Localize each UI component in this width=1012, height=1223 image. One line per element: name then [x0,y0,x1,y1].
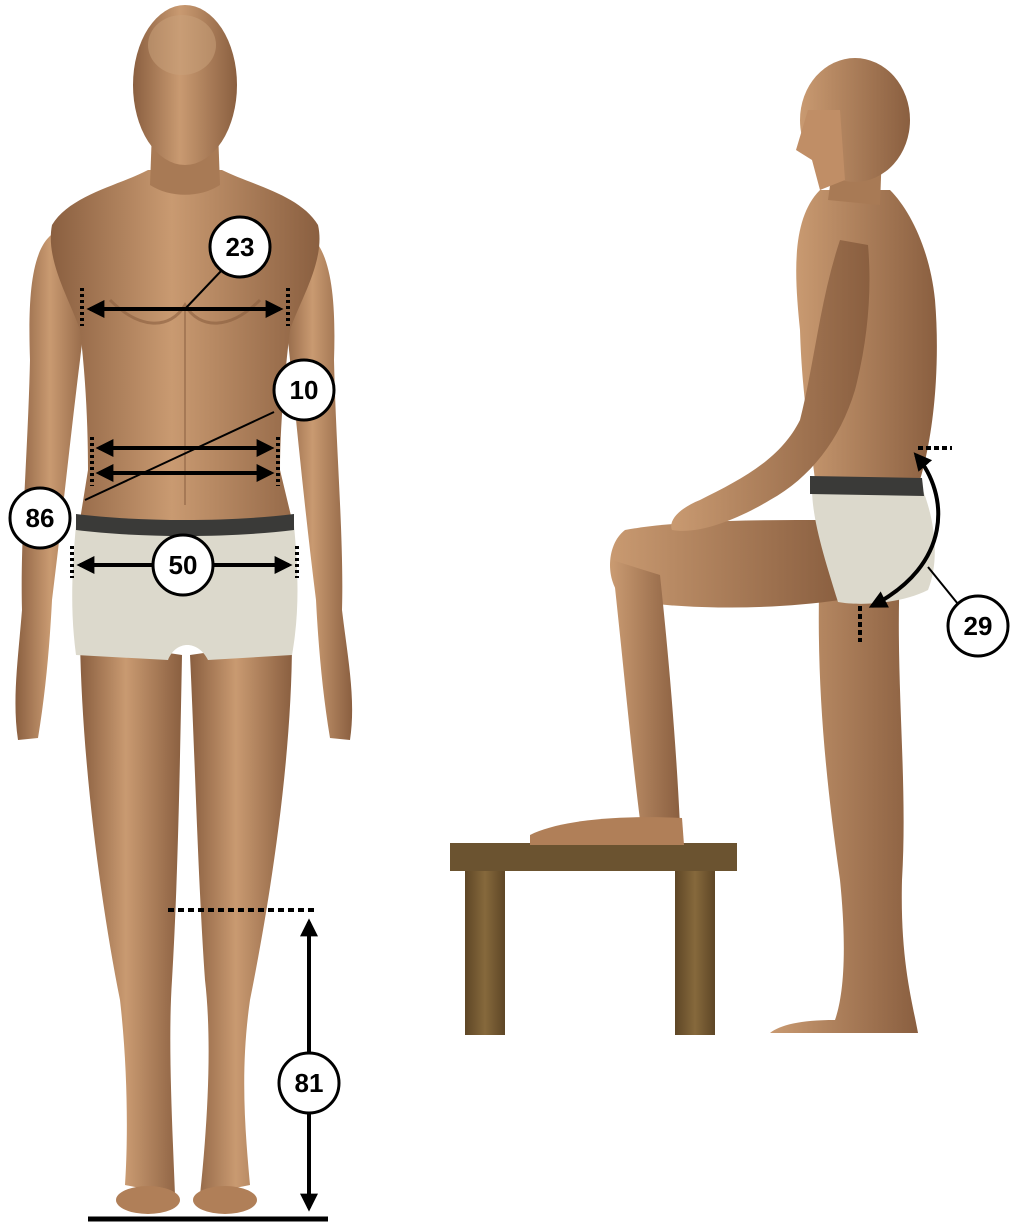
buttock-leader [928,567,958,604]
front-figure [15,5,352,1214]
front-right-foot [193,1186,257,1214]
badge-10: 10 [274,360,334,420]
badge-81: 81 [279,1053,339,1113]
front-right-leg [190,640,292,1195]
front-head-highlight [148,15,216,75]
side-raised-foot [530,817,684,845]
badge-29: 29 [948,596,1008,656]
badge-10-label: 10 [290,375,319,405]
side-waistband [810,476,924,496]
front-left-foot [116,1186,180,1214]
badge-86: 86 [10,488,70,548]
front-left-leg [80,640,182,1195]
badge-50-label: 50 [169,550,198,580]
side-standing-leg [770,560,918,1033]
badge-29-label: 29 [964,611,993,641]
badge-81-label: 81 [295,1068,324,1098]
side-figure [450,58,937,1035]
badge-23-label: 23 [226,232,255,262]
stool-leg-right [675,860,715,1035]
stool-leg-left [465,860,505,1035]
badge-23: 23 [210,217,270,277]
stool-top [450,843,737,871]
badge-86-label: 86 [26,503,55,533]
badge-50: 50 [153,535,213,595]
